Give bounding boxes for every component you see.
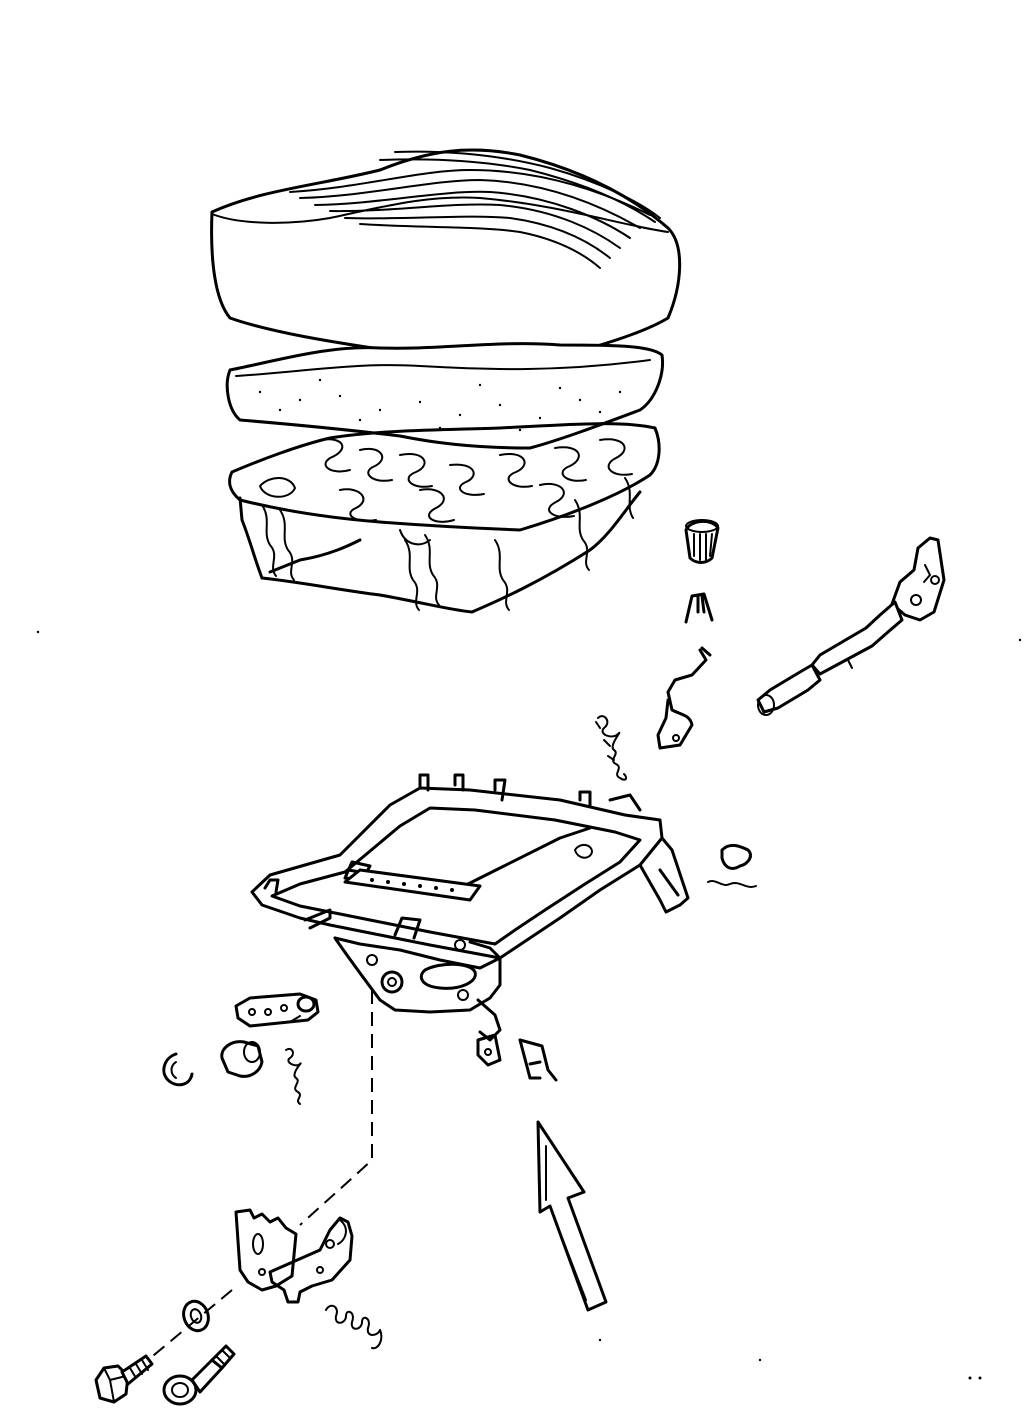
snap-ring [162, 1052, 194, 1087]
seat-spring-frame [228, 422, 661, 614]
seat-foam-pad [225, 342, 665, 450]
torsion-bar [756, 536, 946, 716]
spring-clip [707, 843, 757, 888]
coil-spring-small [325, 1304, 383, 1350]
bracket-hook [518, 1038, 558, 1082]
callout-arrow [536, 1120, 608, 1312]
seat-cushion-cover [210, 148, 682, 364]
hex-bolt [94, 1354, 154, 1404]
link-plate [234, 992, 320, 1028]
scan-specks [36, 630, 1022, 1380]
tension-spring-lower [285, 1048, 302, 1105]
tension-spring-upper [595, 715, 628, 781]
lever-clip [684, 592, 714, 624]
seat-base-frame [250, 773, 690, 1067]
shoulder-bolt [162, 1344, 236, 1406]
bushing [220, 1040, 264, 1078]
assembly-guide-line [299, 990, 373, 1226]
adjust-knob [684, 519, 720, 564]
adjust-lever-rod [656, 646, 712, 750]
washer [182, 1299, 210, 1333]
height-adjust-bracket [234, 1208, 354, 1304]
